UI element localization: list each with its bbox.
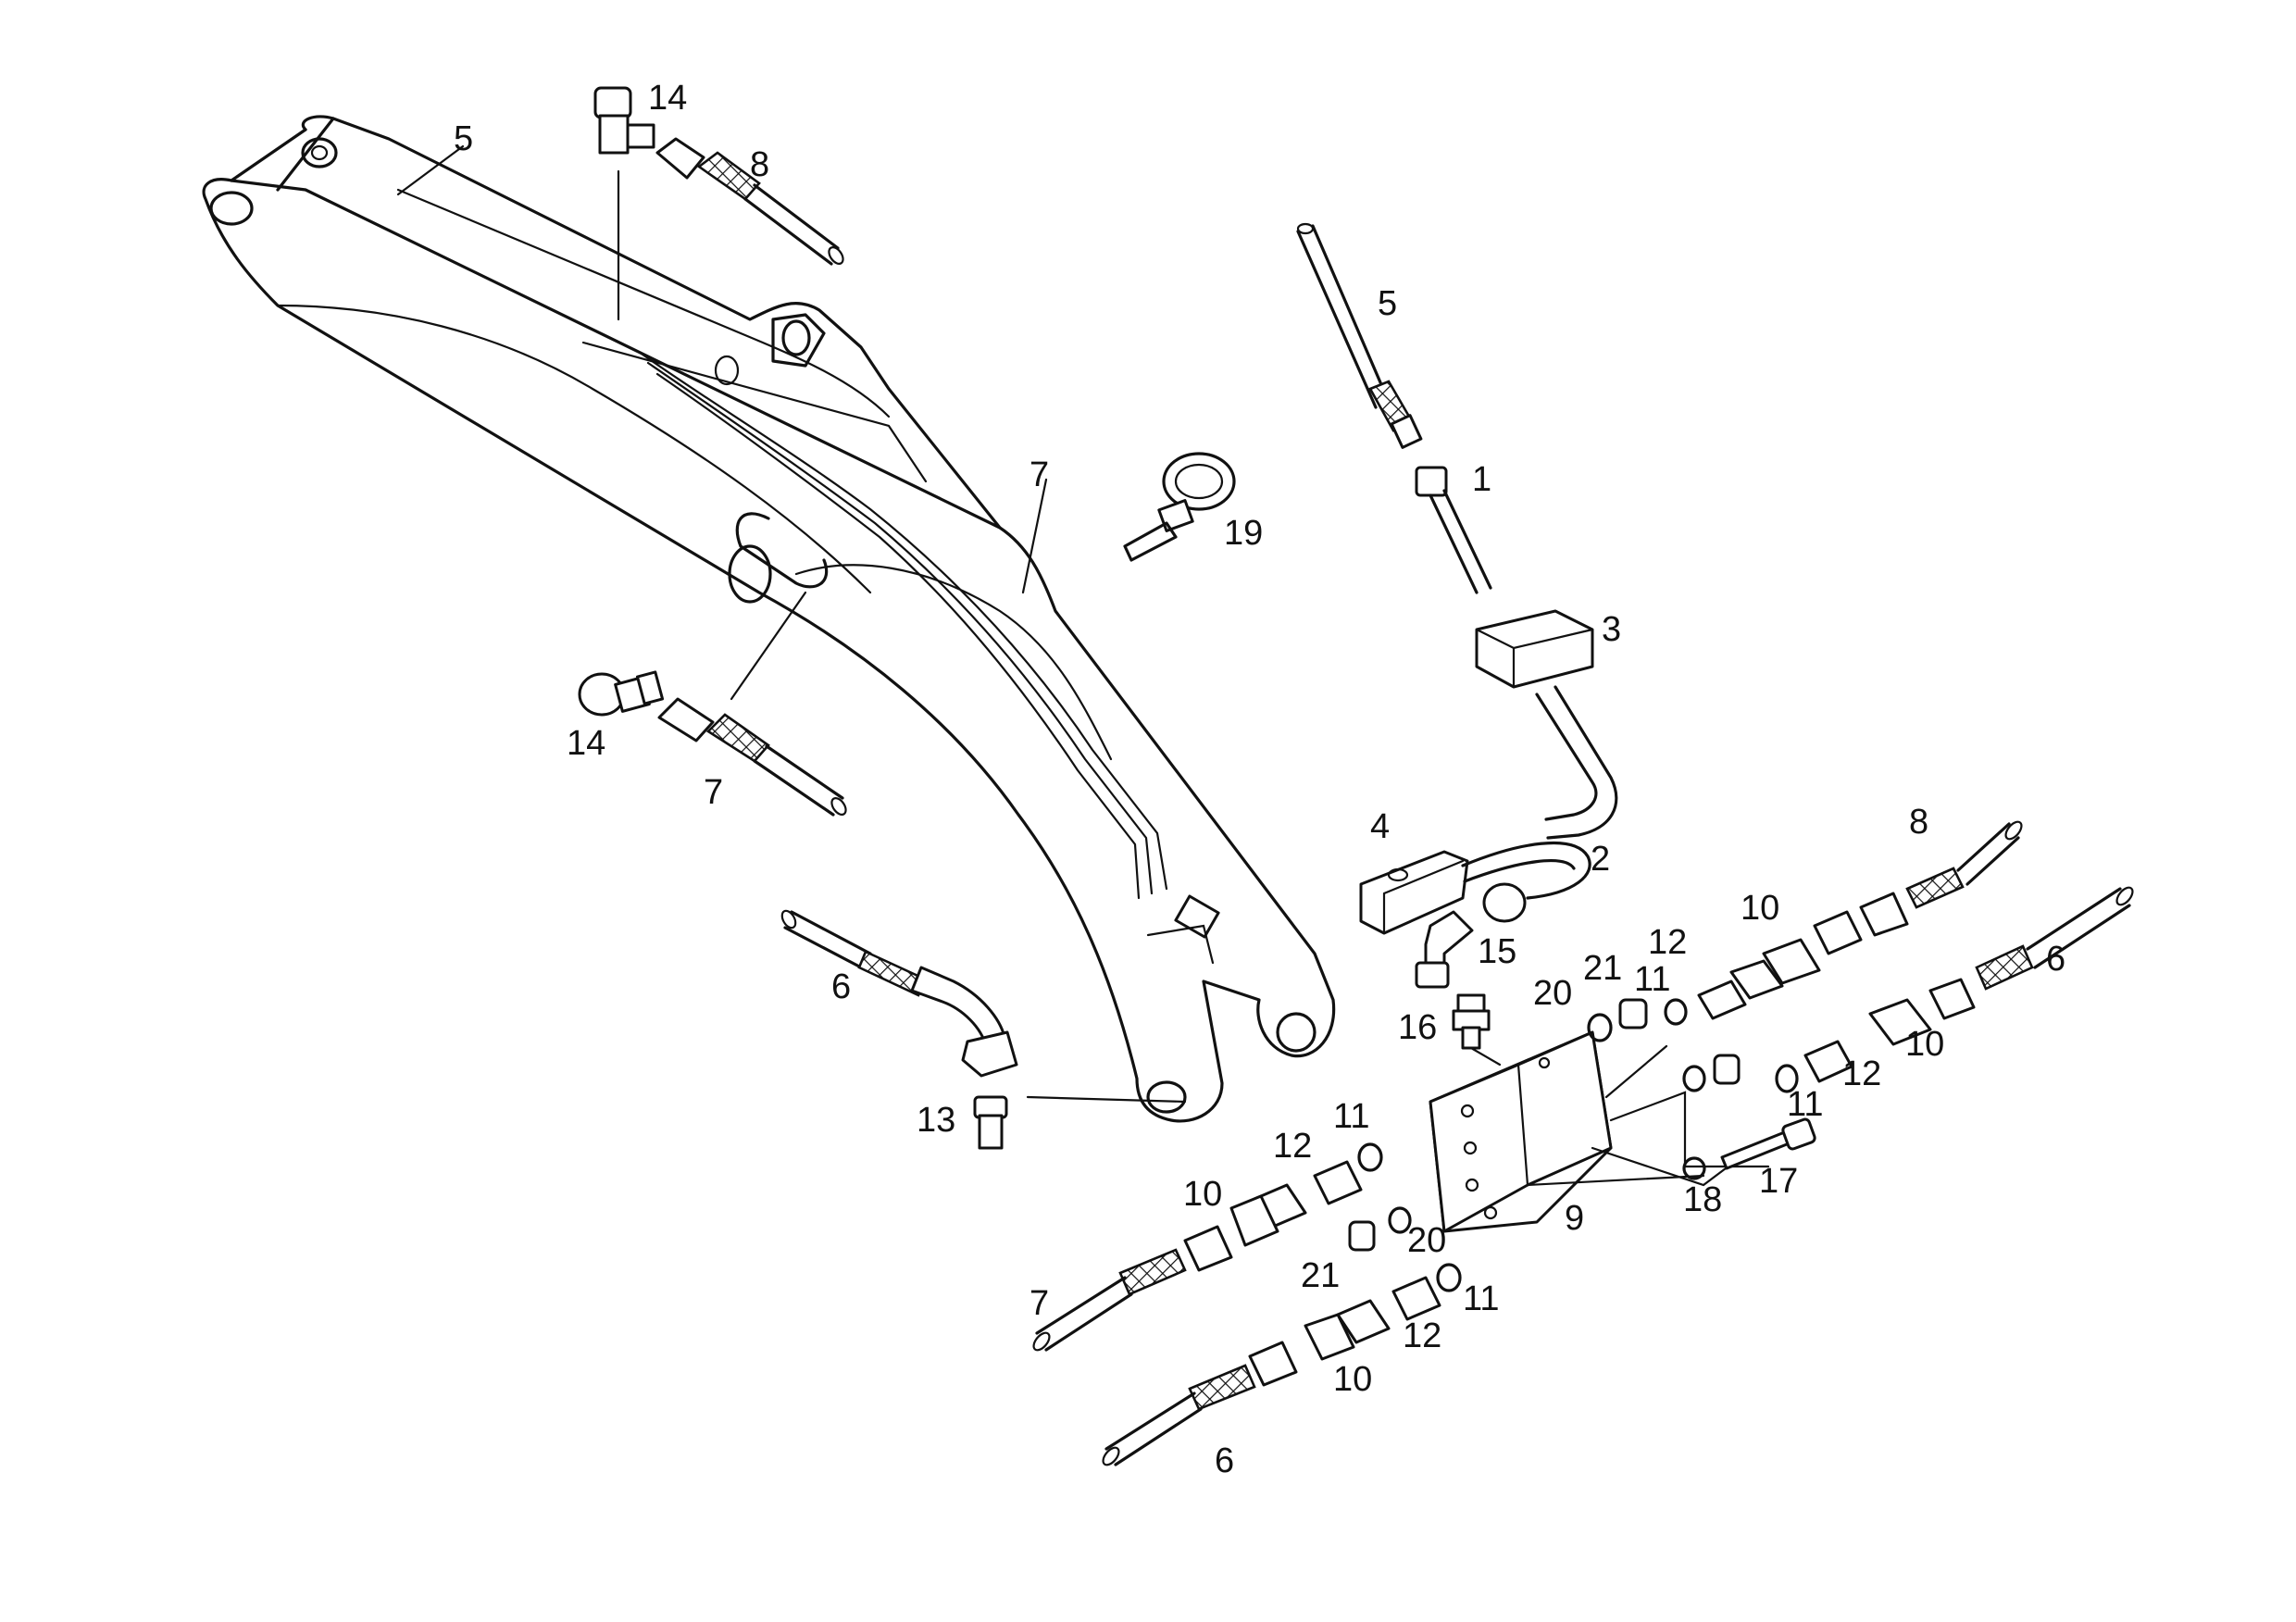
seal-row-left-upper [1229,1142,1383,1247]
hose-8-right [1859,820,2023,937]
callout-9: 9 [1565,1199,1584,1238]
callout-12: 12 [1648,923,1687,962]
cable-tie-19 [1123,452,1236,562]
callout-16: 16 [1398,1008,1437,1047]
fitting-16 [1452,993,1502,1067]
callout-7: 7 [1029,455,1049,494]
callout-21: 21 [1583,949,1622,988]
callout-19: 19 [1224,514,1263,553]
nut-1 [1415,466,1492,594]
callout-6: 6 [831,967,851,1006]
bent-tube [1535,685,1618,840]
hose-7-left [657,697,847,817]
callout-3: 3 [1602,610,1621,649]
elbow-fitting-14-top [593,86,655,155]
seal-row-right [1682,886,2134,1093]
callout-8: 8 [1909,803,1928,842]
callout-14: 14 [648,79,687,118]
callout-10: 10 [1741,889,1779,928]
callout-11: 11 [1463,1279,1499,1318]
leader-lines [396,144,1187,1104]
callout-12: 12 [1842,1054,1881,1093]
callout-7: 7 [1029,1284,1049,1323]
hose-6-left [780,909,1018,1078]
callout-13: 13 [917,1101,955,1140]
hose-7-right [1032,1225,1233,1352]
callout-15: 15 [1478,932,1516,971]
callout-1: 1 [1472,460,1491,499]
callout-11: 11 [1333,1097,1369,1136]
clamp-block-3 [1475,609,1594,689]
callout-10: 10 [1905,1025,1944,1064]
callout-6: 6 [2046,940,2065,979]
callout-6: 6 [1215,1441,1234,1480]
callout-2: 2 [1591,840,1610,879]
seal-row-upper [1587,910,1863,1042]
callout-12: 12 [1273,1127,1312,1166]
callout-11: 11 [1787,1085,1823,1124]
elbow-15 [1415,910,1474,989]
callout-labels: 5 14 8 7 19 5 1 3 14 7 4 2 8 10 12 6 15 … [454,79,2065,1480]
loop-pipe-2 [1461,841,1591,923]
callout-10: 10 [1333,1360,1372,1399]
elbow-fitting-14-left [578,670,665,717]
callout-20: 20 [1533,974,1572,1013]
callout-11: 11 [1634,960,1670,999]
callout-17: 17 [1759,1162,1798,1201]
hose-6-right [1102,1341,1298,1466]
hose-8-top [655,137,844,266]
seal-row-left-lower [1304,1206,1462,1361]
callout-12: 12 [1403,1316,1441,1355]
bolt-17 [1682,1117,1816,1180]
boom-arm [202,115,1336,1123]
pipe-5-right [1296,222,1423,449]
callout-18: 18 [1683,1180,1722,1219]
callout-14: 14 [567,724,605,763]
callout-5: 5 [1378,284,1397,323]
clamp-4 [1359,850,1469,935]
callout-7: 7 [704,773,723,812]
callout-20: 20 [1407,1221,1446,1260]
fitting-13 [973,1095,1008,1150]
callout-4: 4 [1370,807,1390,846]
callout-5: 5 [454,119,473,158]
callout-10: 10 [1183,1175,1222,1214]
callout-8: 8 [750,145,769,184]
callout-21: 21 [1301,1256,1340,1295]
